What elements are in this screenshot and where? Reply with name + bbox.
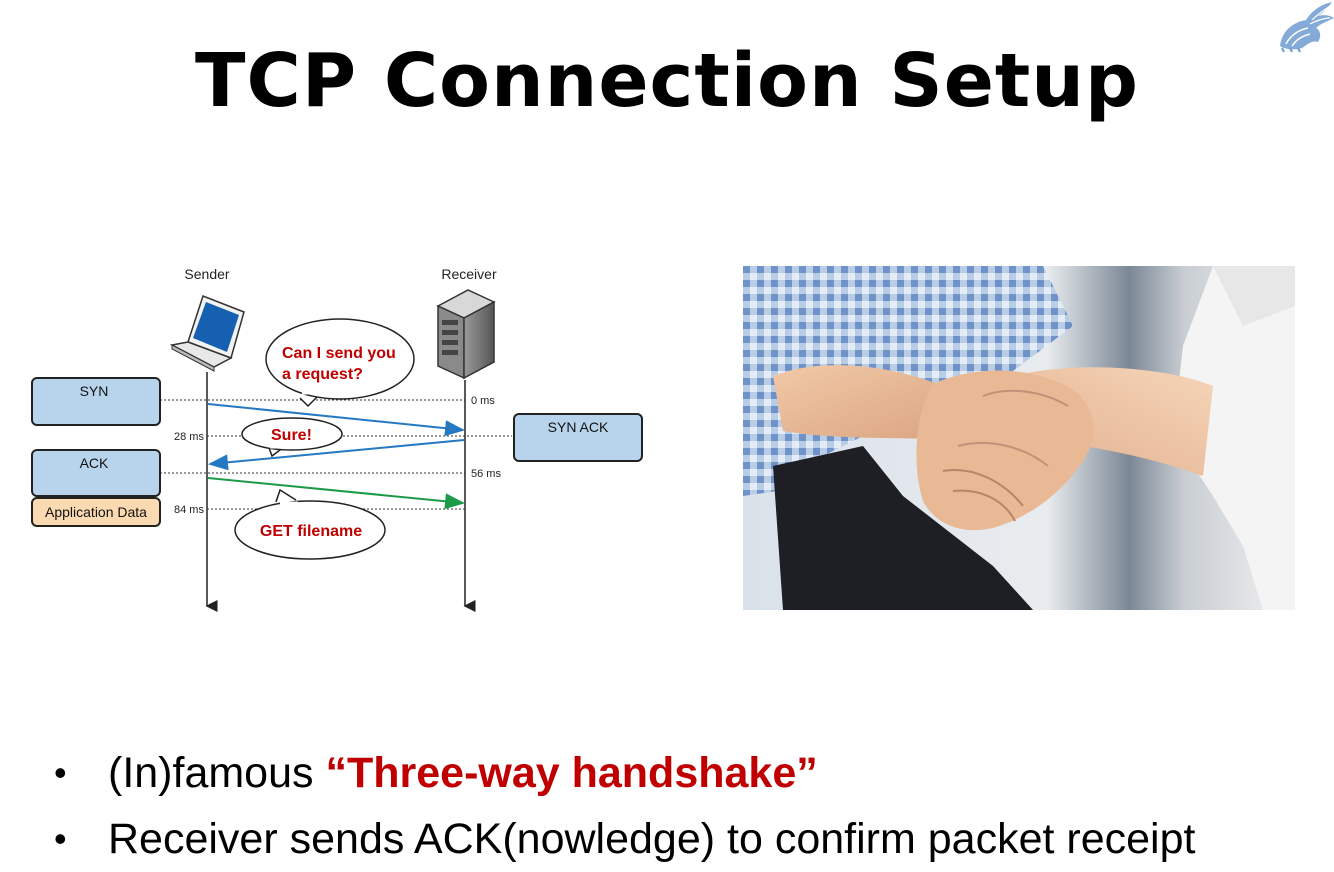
request-speech-bubble: Can I send you a request? bbox=[265, 318, 415, 408]
request-bubble-line2: a request? bbox=[282, 366, 363, 383]
request-bubble-line1: Can I send you bbox=[282, 345, 396, 362]
ack-data-arrow bbox=[207, 477, 465, 510]
server-icon bbox=[436, 289, 496, 380]
syn-ack-box-label: SYN ACK bbox=[548, 419, 609, 435]
bullet-dot: • bbox=[54, 752, 67, 793]
time-label-84: 84 ms bbox=[174, 504, 204, 516]
syn-box: SYN bbox=[31, 377, 161, 426]
syn-ack-arrow bbox=[208, 439, 465, 471]
sender-label: Sender bbox=[184, 266, 229, 282]
application-data-box: Application Data bbox=[31, 497, 161, 527]
handshake-photo bbox=[743, 266, 1295, 610]
bullet-text: Receiver sends ACK(nowledge) to confirm … bbox=[108, 815, 1196, 863]
three-way-handshake-highlight: “Three-way handshake” bbox=[325, 749, 818, 797]
application-data-label: Application Data bbox=[45, 504, 147, 520]
sure-bubble-text: Sure! bbox=[271, 427, 312, 444]
time-label-0: 0 ms bbox=[471, 395, 495, 407]
ack-box-label: ACK bbox=[80, 455, 109, 471]
slide-title: TCP Connection Setup bbox=[195, 38, 1139, 124]
syn-ack-box: SYN ACK bbox=[513, 413, 643, 462]
laptop-icon bbox=[169, 295, 245, 372]
bullet-dot: • bbox=[54, 818, 67, 859]
time-label-56: 56 ms bbox=[471, 468, 501, 480]
receiver-label: Receiver bbox=[441, 266, 497, 282]
tcp-handshake-diagram: Sender Receiver 0 ms 28 ms 56 ms 84 ms S… bbox=[31, 266, 643, 612]
syn-box-label: SYN bbox=[80, 383, 109, 399]
syn-arrow bbox=[207, 403, 465, 437]
get-bubble-text: GET filename bbox=[260, 523, 362, 540]
ack-box: ACK bbox=[31, 449, 161, 497]
bullet-item: • (In)famous “Three-way handshake” bbox=[54, 740, 1324, 806]
bullet-list: • (In)famous “Three-way handshake” • Rec… bbox=[54, 740, 1324, 872]
time-label-28: 28 ms bbox=[174, 431, 204, 443]
bullet-text-prefix: (In)famous bbox=[108, 749, 326, 797]
sure-speech-bubble: Sure! bbox=[241, 417, 343, 458]
bullet-item: • Receiver sends ACK(nowledge) to confir… bbox=[54, 806, 1324, 872]
get-speech-bubble: GET filename bbox=[234, 488, 386, 560]
university-logo-icon bbox=[1280, 2, 1334, 53]
